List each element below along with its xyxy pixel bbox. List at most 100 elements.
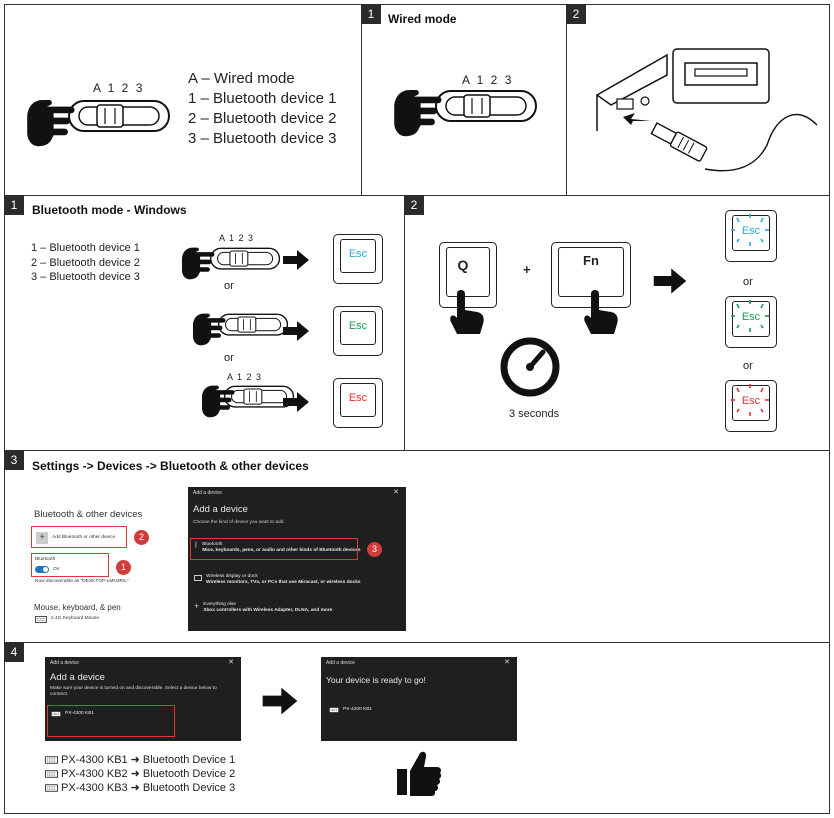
mouse-section-heading: Mouse, keyboard, & pen — [34, 603, 121, 612]
bluetooth-label: Bluetooth — [35, 557, 56, 562]
bluetooth-icon: ᛒ — [194, 542, 199, 549]
dialog-instructions: Make sure your device is turned on and d… — [50, 686, 217, 697]
bluetooth-toggle[interactable] — [35, 566, 49, 573]
legend-line: 3 – Bluetooth device 3 — [188, 130, 337, 147]
legend-line: A – Wired mode — [188, 70, 295, 87]
mapping-arrow: ➜ — [130, 768, 140, 780]
step-badge-3: 3 — [367, 542, 382, 557]
device-name: PX-4300 KB1 — [343, 707, 373, 712]
panel-wired-mode: 1 Wired mode A 1 2 3 — [361, 4, 567, 196]
switch-labels: A 1 2 3 — [227, 372, 263, 382]
step-badge-1: 1 — [116, 560, 131, 575]
esc-key-label: Esc — [348, 248, 368, 260]
or-label: or — [743, 276, 753, 288]
arrow-icon — [283, 250, 309, 270]
plus-icon: + — [194, 601, 200, 611]
plus-icon: + — [36, 532, 48, 544]
dialog-titlebar-text: Add a device — [326, 660, 355, 666]
switch-labels: A 1 2 3 — [462, 73, 514, 87]
step-number: 4 — [4, 642, 24, 662]
blink-rays-blue — [731, 214, 769, 246]
arrow-icon — [653, 268, 687, 294]
option-everything-else[interactable]: + Everything else Xbox controllers with … — [190, 597, 390, 619]
toggle-state: On — [53, 567, 60, 572]
highlight-device — [47, 705, 175, 737]
dialog-titlebar: Add a device ✕ — [321, 657, 517, 669]
panel-pairing: 2 Q + Fn 3 seconds Esc or Esc or Esc — [404, 195, 830, 451]
switch-labels: A 1 2 3 — [219, 233, 255, 243]
mapping-arrow: ➜ — [130, 754, 140, 766]
blink-rays-green — [731, 300, 769, 332]
panel-bluetooth-mode: 1 Bluetooth mode - Windows 1 – Bluetooth… — [4, 195, 405, 451]
step-badge-2: 2 — [134, 530, 149, 545]
device-list-item[interactable]: PX-4300 KB1 — [51, 711, 94, 717]
esc-key-red: Esc — [333, 378, 383, 428]
add-device-button[interactable]: + Add Bluetooth or other device — [36, 530, 124, 546]
hand-press-icon — [450, 290, 484, 334]
highlight-bluetooth-toggle — [31, 553, 109, 577]
mapping-from: PX-4300 KB2 — [61, 767, 128, 780]
or-label: or — [224, 352, 234, 364]
legend-line: 1 – Bluetooth device 1 — [31, 242, 140, 254]
usb-cable-illustration — [595, 48, 818, 172]
mapping-row: PX-4300 KB2 ➜ Bluetooth Device 2 — [45, 767, 235, 780]
device-name: PX-4300 KB1 — [65, 711, 95, 716]
or-label: or — [743, 360, 753, 372]
option-title: Everything else — [203, 602, 237, 607]
panel-settings: 3 Settings -> Devices -> Bluetooth & oth… — [4, 450, 830, 643]
legend-line: 2 – Bluetooth device 2 — [188, 110, 337, 127]
mapping-row: PX-4300 KB1 ➜ Bluetooth Device 1 — [45, 753, 235, 766]
keyboard-icon — [45, 783, 58, 792]
plus-sign: + — [523, 262, 531, 277]
esc-key-label: Esc — [741, 395, 761, 407]
add-device-dialog: Add a device ✕ Add a device Make sure yo… — [45, 657, 241, 741]
or-label: or — [224, 280, 234, 292]
device-legend: 1 – Bluetooth device 1 2 – Bluetooth dev… — [31, 241, 140, 285]
close-icon[interactable]: ✕ — [393, 489, 399, 496]
mode-legend: A – Wired mode 1 – Bluetooth device 1 2 … — [188, 69, 336, 149]
step-number: 1 — [361, 4, 381, 24]
timer-icon — [500, 337, 560, 397]
blink-rays-red — [731, 384, 769, 416]
dialog-titlebar-text: Add a device — [50, 660, 79, 666]
hand-on-switch-illustration — [27, 100, 170, 147]
option-title: Bluetooth — [202, 542, 223, 547]
device-ready-dialog: Add a device ✕ Your device is ready to g… — [321, 657, 517, 741]
legend-line: 1 – Bluetooth device 1 — [188, 90, 337, 107]
mouse-device-name: 2.4G Keyboard Mouse — [51, 616, 99, 621]
keyboard-icon — [329, 707, 339, 713]
panel-usb-connect: 2 — [566, 4, 830, 196]
keyboard-icon — [35, 616, 47, 623]
close-icon[interactable]: ✕ — [228, 659, 234, 666]
arrow-icon — [283, 392, 309, 412]
option-wireless-display[interactable]: Wireless display or dock Wireless monito… — [190, 569, 390, 591]
option-desc: Xbox controllers with Wireless Adapter, … — [203, 608, 333, 613]
esc-key-red-flashing: Esc — [725, 380, 777, 432]
discoverable-text: Now discoverable as "DESKTOP-LMN3RIL" — [35, 579, 129, 584]
option-bluetooth[interactable]: ᛒ Bluetooth Mice, keyboards, pens, or au… — [190, 537, 361, 561]
step-number: 3 — [4, 450, 24, 470]
settings-heading: Bluetooth & other devices — [34, 509, 143, 520]
device-list-item: PX-4300 KB1 — [329, 707, 372, 713]
esc-key-label: Esc — [741, 311, 761, 323]
q-key: Q — [439, 242, 497, 308]
option-desc: Wireless monitors, TVs, or PCs that use … — [206, 580, 361, 585]
arrow-icon — [283, 321, 309, 341]
settings-screenshot: Bluetooth & other devices + Add Bluetoot… — [27, 487, 189, 629]
keyboard-icon — [45, 755, 58, 764]
add-device-label: Add Bluetooth or other device — [52, 535, 116, 540]
mapping-from: PX-4300 KB3 — [61, 781, 128, 794]
monitor-icon — [194, 575, 202, 581]
dialog-subtitle: Choose the kind of device you want to ad… — [193, 520, 285, 525]
dialog-heading: Add a device — [193, 504, 248, 515]
mapping-to: Bluetooth Device 1 — [142, 753, 236, 766]
mapping-from: PX-4300 KB1 — [61, 753, 128, 766]
step-number: 2 — [566, 4, 586, 24]
fn-key-label: Fn — [583, 253, 599, 268]
esc-key-label: Esc — [348, 392, 368, 404]
mapping-arrow: ➜ — [130, 782, 140, 794]
dialog-heading: Add a device — [50, 672, 105, 683]
close-icon[interactable]: ✕ — [504, 659, 510, 666]
esc-key-blue: Esc — [333, 234, 383, 284]
step-number: 1 — [4, 195, 24, 215]
